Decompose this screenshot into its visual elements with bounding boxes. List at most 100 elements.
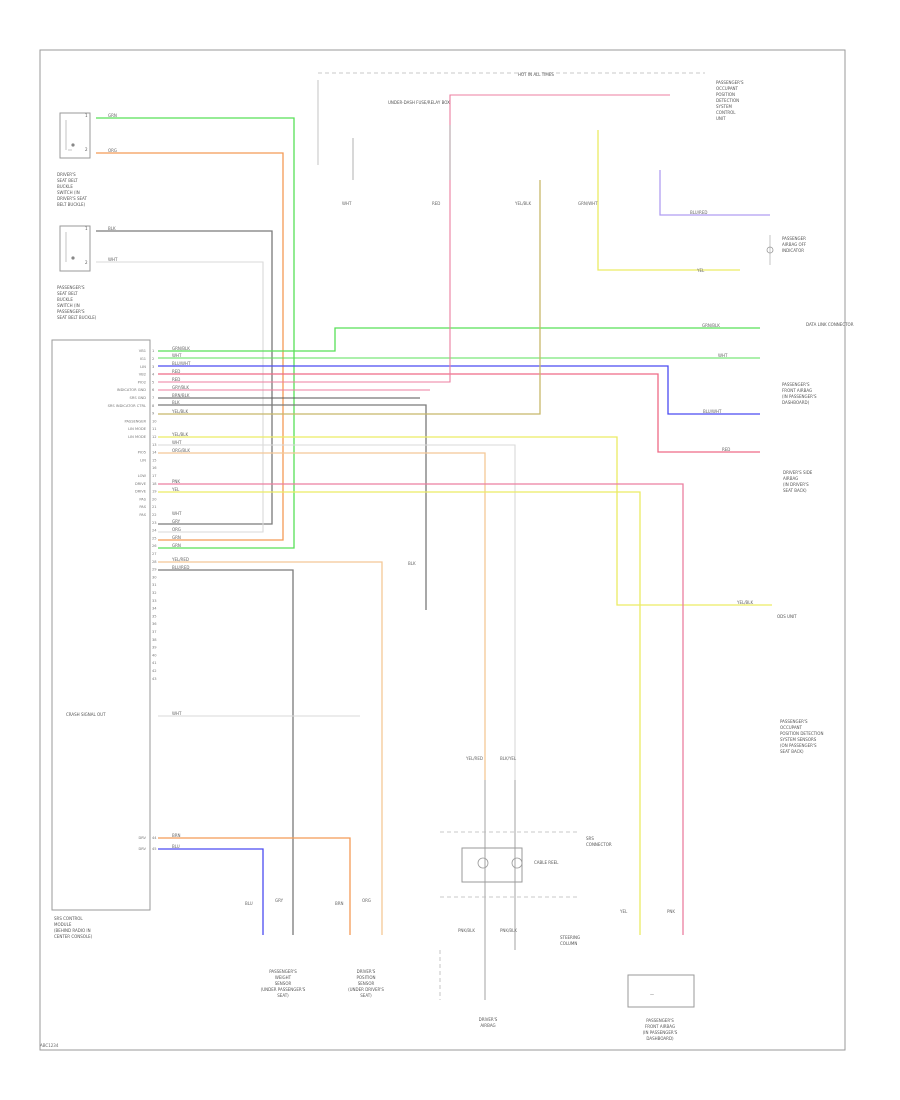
wire-label: YEL/RED [171, 557, 189, 562]
wire-label: YEL/RED [465, 756, 483, 761]
wire-pin12-org [158, 452, 486, 780]
srs-pin-number: 41 [152, 661, 157, 665]
wire-pin4-red [158, 373, 760, 453]
wire-pin15-yel [158, 491, 641, 935]
wire-label: GRN/BLK [702, 323, 720, 328]
driver-airbag-label-line: DRIVER'S [479, 1017, 498, 1022]
srs-pin-number: 40 [152, 653, 157, 657]
wire-label: GRN/BLK [172, 346, 190, 351]
srs-pin-number: 12 [152, 435, 157, 439]
wire-label: BLU [245, 901, 253, 906]
right-header-line: DETECTION [716, 98, 739, 103]
wire-label: YEL/BLK [171, 432, 189, 437]
wl-buckle-blk: BLK [108, 226, 116, 231]
wire-pin21-org [158, 561, 383, 935]
wire-pin45-blu [158, 848, 264, 935]
right-header-line: SYSTEM [716, 104, 732, 109]
wire-driver-buckle-grn [96, 117, 295, 549]
wire-pin44-org [158, 837, 351, 935]
passenger-seat-label-line: SEAT BACK) [780, 749, 804, 754]
passenger-buckle-label-line: SEAT BELT BUCKLE) [57, 315, 97, 320]
srs-pin-number: 25 [152, 536, 157, 540]
srs-pin-number: 32 [152, 591, 157, 595]
right-header-line: OCCUPANT [716, 86, 739, 91]
svg-text:2: 2 [85, 147, 88, 152]
srs-pin-number: 9 [152, 412, 155, 416]
srs-pin-label: PIO5 [138, 451, 146, 455]
wire-label: BLU/RED [690, 210, 707, 215]
ods-unit-label: ODS UNIT [777, 614, 797, 619]
wire-label: RED [432, 201, 440, 206]
passenger-seat-label-line: PASSENGER'S [780, 719, 808, 724]
passenger-buckle-label-line: BUCKLE [57, 297, 73, 302]
svg-text:1: 1 [85, 113, 88, 118]
srs-pin-label: PAS [139, 513, 146, 517]
srs-pin-number: 26 [152, 544, 157, 548]
srs-pin-number: 19 [152, 490, 157, 494]
wire-pin3-blu-wht [158, 365, 760, 415]
srs-pin-number: 45 [152, 847, 157, 851]
srs-pin-number: 13 [152, 443, 157, 447]
srs-pin-number: 21 [152, 505, 157, 509]
wire-label: BRN [335, 901, 344, 906]
wire-label: PNK [667, 909, 675, 914]
srs-pin-label: INDICATOR GND [117, 388, 146, 392]
srs-connector-label-line: CONNECTOR [586, 842, 612, 847]
weight-sensor-label-line: (UNDER PASSENGER'S [261, 987, 306, 992]
driver-position-label-line: POSITION [356, 975, 375, 980]
driver-side-airbag-label-line: AIRBAG [783, 476, 798, 481]
wl-buckle-wht: WHT [108, 257, 118, 262]
wire-label: ORG [362, 898, 371, 903]
passenger-seat-label-line: POSITION DETECTION [780, 731, 823, 736]
srs-module-name-line: MODULE [54, 922, 72, 927]
indicator-label-line: INDICATOR [782, 248, 804, 253]
srs-pin-number: 27 [152, 552, 157, 556]
driver-side-airbag-label-line: SEAT BACK) [783, 488, 807, 493]
srs-pin-label: PIO2 [138, 380, 146, 384]
passenger-front-airbag-label-line: (IN PASSENGER'S [643, 1030, 678, 1035]
weight-sensor-label-line: SENSOR [275, 981, 292, 986]
srs-pin-number: 7 [152, 396, 154, 400]
bus-label: HOT IN ALL TIMES [518, 72, 554, 77]
wire-label: YEL [619, 909, 628, 914]
wire-label: GRN [172, 543, 181, 548]
wire-label: BRN [172, 833, 181, 838]
wire-label: WHT [172, 711, 182, 716]
indicator-label-line: AIRBAG OFF [782, 242, 807, 247]
wire-pin11-wht [158, 444, 516, 780]
cable-reel-label: CABLE REEL [534, 860, 559, 865]
srs-pin-number: 38 [152, 638, 157, 642]
srs-pin-number: 39 [152, 646, 157, 650]
passenger-front-airbag-label-line: FRONT AIRBAG [645, 1024, 675, 1029]
svg-text:—: — [650, 992, 654, 997]
indicator-label-line: PASSENGER [782, 236, 806, 241]
wl-buckle-grn: GRN [108, 113, 117, 118]
srs-pin-label: VB1 [139, 349, 146, 353]
srs-pin-label: PASSENGER [125, 419, 147, 423]
srs-module-name-line: CENTER CONSOLE) [54, 934, 93, 939]
wire-pin10-yel [158, 436, 772, 606]
wire-label: YEL/BLK [736, 600, 754, 605]
srs-pin-label: PAS [139, 497, 146, 501]
srs-connector-label-line: SRS [586, 836, 594, 841]
wire-label: PNK/BLK [500, 928, 517, 933]
passenger-airbag-label-line: (IN PASSENGER'S [782, 394, 817, 399]
wire-pin14-pnk [158, 483, 684, 935]
passenger-seat-label-line: (ON PASSENGER'S [780, 743, 817, 748]
srs-module-name-line: SRS CONTROL [54, 916, 83, 921]
svg-text:2: 2 [85, 260, 88, 265]
wire-pass-buckle-wht [96, 261, 264, 533]
wire-label: GRY [172, 519, 181, 524]
srs-pin-number: 14 [152, 451, 157, 455]
srs-pin-number: 44 [152, 836, 157, 840]
wl-buckle-org: ORG [108, 148, 117, 153]
